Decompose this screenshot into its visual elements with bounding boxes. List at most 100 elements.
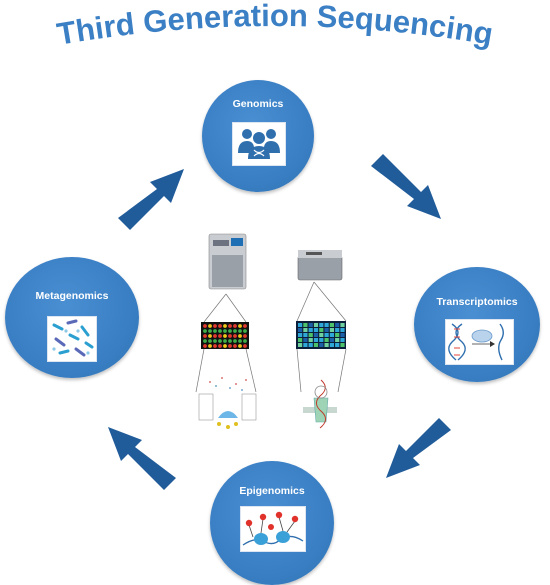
signal-dot (203, 329, 207, 333)
node-transcriptomics[interactable]: Transcriptomics (414, 267, 540, 382)
flowcell-cell (329, 338, 334, 342)
flowcell-cell (313, 323, 319, 327)
flowcell-cell (308, 343, 313, 347)
flowcell-cell (335, 323, 340, 327)
signal-dot (203, 344, 207, 348)
flowcell-cell (319, 338, 324, 342)
flowcell-cell (329, 333, 334, 337)
signal-dot (213, 334, 217, 338)
microbes-icon (47, 316, 97, 362)
signal-dot (228, 334, 232, 338)
node-metagenomics[interactable]: Metagenomics (5, 257, 139, 378)
title-graphic: Third Generation Sequencing (54, 0, 495, 52)
signal-dot (238, 329, 242, 333)
smrt-well-icon (198, 377, 257, 429)
flowcell-cell (313, 333, 319, 337)
flowcell-cell (319, 328, 324, 332)
flowcell-grid-icon (296, 321, 346, 349)
signal-dot (213, 344, 217, 348)
arrow-genomics-to-transcriptomics (371, 154, 441, 219)
signal-dot (218, 339, 222, 343)
flowcell-cell (319, 323, 324, 327)
flowcell-cell (335, 338, 340, 342)
flowcell-cell (303, 323, 308, 327)
signal-dot (213, 339, 217, 343)
signal-dot (223, 324, 227, 328)
signal-dot (213, 329, 217, 333)
sequencer-tower-icon (208, 233, 247, 290)
signal-dot (223, 329, 227, 333)
flowcell-cell (324, 333, 329, 337)
flowcell-cell (313, 343, 319, 347)
signal-dot (223, 344, 227, 348)
signal-dot (208, 329, 212, 333)
flowcell-cell (298, 328, 303, 332)
signal-dot (243, 329, 247, 333)
signal-dot (218, 324, 222, 328)
signal-dot (243, 344, 247, 348)
node-epigenomics-label: Epigenomics (239, 485, 305, 497)
signal-dot (233, 329, 237, 333)
node-transcriptomics-label: Transcriptomics (436, 296, 518, 308)
signal-dot (208, 324, 212, 328)
node-metagenomics-label: Metagenomics (35, 290, 109, 302)
flowcell-cell (308, 328, 313, 332)
flowcell-cell (335, 328, 340, 332)
signal-dot (228, 344, 232, 348)
flowcell-cell (329, 343, 334, 347)
flowcell-cell (303, 333, 308, 337)
signal-dot (228, 339, 232, 343)
flowcell-cell (319, 333, 324, 337)
flowcell-cell (298, 333, 303, 337)
signal-dot (223, 334, 227, 338)
flowcell-cell (324, 328, 329, 332)
flowcell-cell (340, 323, 345, 327)
signal-dot (238, 339, 242, 343)
nucleosome-methylation-icon (240, 506, 306, 552)
flowcell-cell (324, 343, 329, 347)
flowcell-cell (340, 328, 345, 332)
signal-dot (218, 344, 222, 348)
signal-dot (233, 324, 237, 328)
signal-dot (218, 329, 222, 333)
flowcell-cell (340, 338, 345, 342)
flowcell-cell (329, 328, 334, 332)
people-dna-icon (232, 122, 286, 166)
signal-dot (233, 344, 237, 348)
signal-dot (233, 339, 237, 343)
flowcell-cell (335, 343, 340, 347)
flowcell-cell (298, 343, 303, 347)
flowcell-cell (324, 338, 329, 342)
node-epigenomics[interactable]: Epigenomics (210, 461, 334, 585)
flowcell-cell (308, 323, 313, 327)
sequencer-box-icon (297, 250, 343, 281)
signal-dot (223, 339, 227, 343)
signal-dot (203, 339, 207, 343)
signal-dot (208, 339, 212, 343)
flowcell-cell (303, 343, 308, 347)
signal-dot (238, 344, 242, 348)
signal-dot (203, 324, 207, 328)
signal-dot (213, 324, 217, 328)
signal-dot (228, 324, 232, 328)
flowcell-cell (308, 333, 313, 337)
node-genomics[interactable]: Genomics (202, 80, 314, 192)
flowcell-cell (298, 323, 303, 327)
dna-transcription-icon (445, 319, 514, 365)
signal-dot (228, 329, 232, 333)
flowcell-cell (313, 338, 319, 342)
signal-dot (233, 334, 237, 338)
signal-dot (243, 334, 247, 338)
signal-dot (243, 339, 247, 343)
nanopore-icon (303, 379, 337, 429)
flowcell-cell (319, 343, 324, 347)
flowcell-cell (313, 328, 319, 332)
flowcell-cell (340, 333, 345, 337)
arrow-transcriptomics-to-epigenomics (386, 418, 451, 478)
flowcell-cell (340, 343, 345, 347)
flowcell-cell (308, 338, 313, 342)
flowcell-cell (303, 338, 308, 342)
